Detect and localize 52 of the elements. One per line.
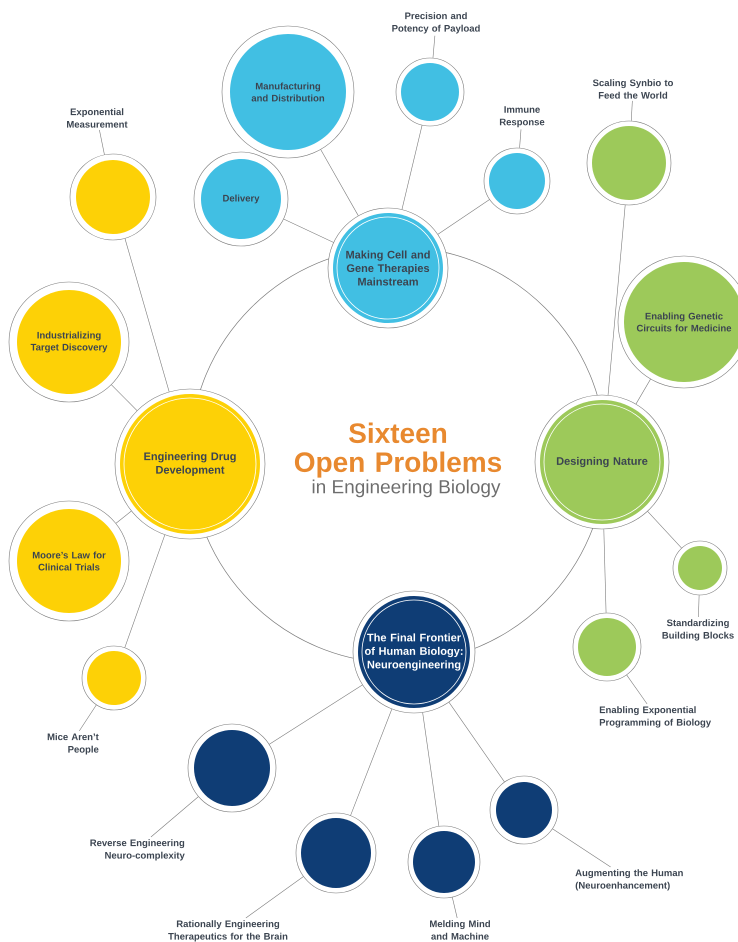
connector-line <box>402 125 422 210</box>
topic-circle <box>484 148 550 214</box>
connector-line <box>552 828 611 868</box>
connector-line <box>438 199 490 235</box>
connector-line <box>78 704 97 732</box>
connector-line <box>422 712 440 826</box>
connector-line <box>246 876 304 918</box>
connector-line <box>698 595 700 618</box>
connector-line <box>626 674 648 704</box>
topic-circle <box>672 540 728 596</box>
topic-circle <box>490 776 558 844</box>
circle-label: Precision and Potency of Payload <box>392 12 480 34</box>
connector-line <box>350 708 392 816</box>
topic-circle <box>188 724 276 812</box>
connector-line <box>604 528 606 614</box>
connector-line <box>269 684 363 744</box>
circle-label: Enabling Exponential Programming of Biology <box>600 706 712 728</box>
connector-line <box>284 218 334 243</box>
connector-line <box>150 796 199 838</box>
connector-line <box>452 897 458 918</box>
connector-line <box>647 511 682 548</box>
circle-label: Scaling Synbio to Feed the World <box>592 79 673 99</box>
title-text: Sixteen Open Problems <box>294 422 502 478</box>
connector-line <box>630 100 633 122</box>
circle-label: Rationally Engineering Therapeutics for the Brain <box>168 920 288 942</box>
topic-circle <box>408 826 480 898</box>
topic-circle <box>82 646 146 710</box>
connector-line <box>111 384 138 411</box>
connector-line <box>432 35 436 58</box>
circle-label: Melding Mind and Machine <box>430 920 490 940</box>
connector-line <box>608 204 626 396</box>
circle-label: Standardizing Building Blocks <box>662 619 734 641</box>
connector-line <box>124 534 166 648</box>
topic-circle <box>396 58 464 126</box>
circle-label: Augmenting the Human (Neuroenhancement) <box>575 869 683 891</box>
topic-circle <box>586 120 672 206</box>
connector-line <box>636 378 651 404</box>
circle-label: Reverse Engineering Neuro-complexity <box>90 839 185 861</box>
connector-line <box>320 149 358 216</box>
connector-line <box>448 702 505 782</box>
circle-label: Exponential Measurement <box>67 108 128 128</box>
topic-circle <box>70 154 156 240</box>
node-label: The Final Frontier of Human Biology: Neuroengineering <box>364 633 462 671</box>
connector-line <box>116 510 132 524</box>
circle-label: Immune Response <box>500 106 544 128</box>
connector-line <box>519 129 522 148</box>
connector-line <box>99 130 105 155</box>
topic-circle <box>296 812 376 894</box>
connector-line <box>124 238 170 392</box>
subtitle-text: in Engineering Biology <box>312 480 500 498</box>
circle-label: Mice Aren’t People <box>48 733 99 755</box>
topic-circle <box>572 612 642 682</box>
